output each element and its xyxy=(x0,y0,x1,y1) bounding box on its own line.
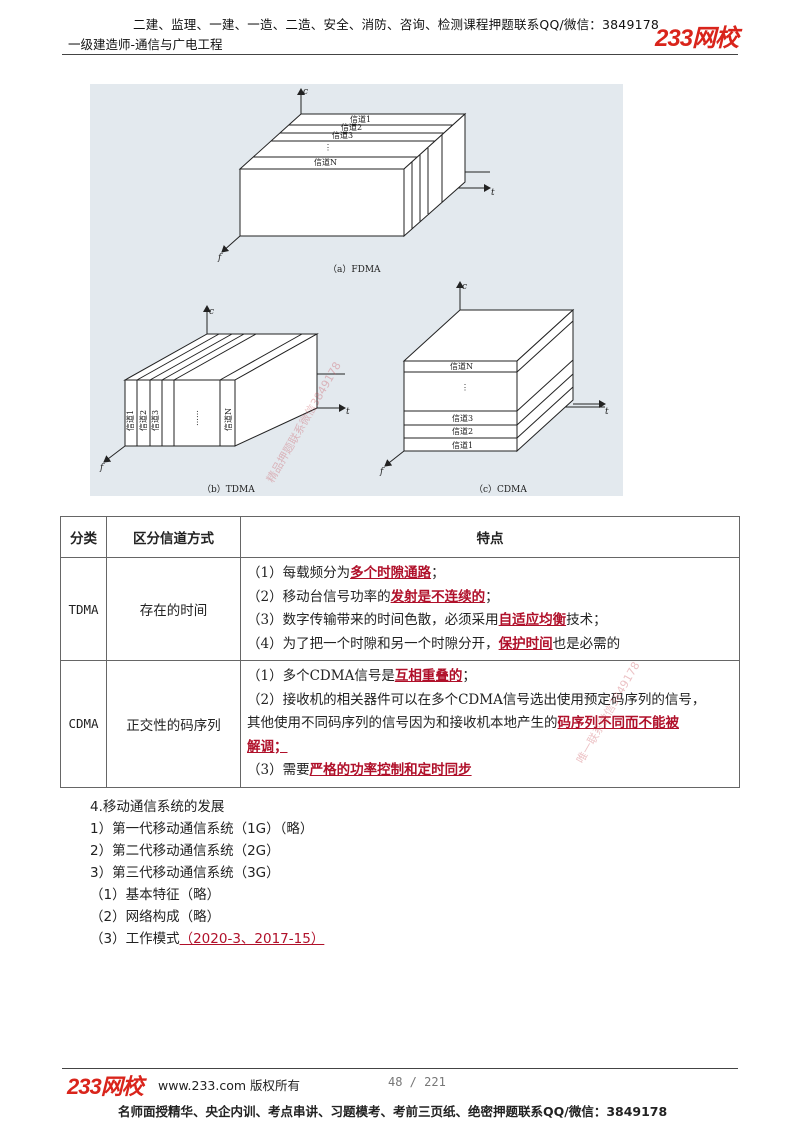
row-method: 存在的时间 xyxy=(106,557,241,661)
row-features: （1）多个CDMA信号是互相重叠的； （2）接收机的相关器件可以在多个CDMA信… xyxy=(240,660,740,788)
row-category: TDMA xyxy=(60,557,107,661)
list-item: （3）工作模式（2020-3、2017-15） xyxy=(90,928,324,950)
mode-label: （3）工作模式 xyxy=(90,931,180,947)
feature-line: 其他使用不同码序列的信号因为和接收机本地产生的码序列不同而不能被 xyxy=(247,715,679,731)
header-features: 特点 xyxy=(240,516,740,558)
section-title: 4.移动通信系统的发展 xyxy=(90,799,225,815)
fdma-c-label: c xyxy=(303,87,308,97)
footer-site: www.233.com 版权所有 xyxy=(158,1078,300,1093)
cdma-channel-3: 信道3 xyxy=(452,413,473,423)
mode-exam-refs: （2020-3、2017-15） xyxy=(179,931,325,947)
tdma-t-label: t xyxy=(346,407,350,417)
fdma-channel-dots: ⋮ xyxy=(324,143,332,152)
table-row: TDMA 存在的时间 （1）每载频分为多个时隙通路； （2）移动台信号功率的发射… xyxy=(60,557,740,661)
fdma-f-label: f xyxy=(217,253,223,263)
fdma-caption: （a）FDMA xyxy=(328,264,381,275)
multiple-access-figure: c t f 信道1 信道2 信道3 ⋮ 信道N （a）FDMA xyxy=(90,84,623,496)
cdma-caption: （c）CDMA xyxy=(474,484,527,495)
row-category: CDMA xyxy=(60,660,107,788)
footer-logo: 233网校 xyxy=(67,1074,144,1099)
row-features: （1）每载频分为多个时隙通路； （2）移动台信号功率的发射是不连续的； （3）数… xyxy=(240,557,740,661)
brand-logo: 233网校 xyxy=(655,25,739,52)
feature-line: 解调； xyxy=(247,738,288,755)
tdma-channel-dots: …… xyxy=(191,410,200,426)
cdma-channel-n: 信道N xyxy=(450,361,473,371)
list-item: 3）第三代移动通信系统（3G） xyxy=(90,865,280,881)
list-item: 2）第二代移动通信系统（2G） xyxy=(90,843,280,859)
fdma-channel-2: 信道2 xyxy=(341,122,362,132)
feature-line: （2）移动台信号功率的发射是不连续的； xyxy=(247,588,499,605)
cdma-c-label: c xyxy=(462,282,467,292)
fdma-channel-n: 信道N xyxy=(314,157,337,167)
feature-line: （3）数字传输带来的时间色散，必须采用自适应均衡技术； xyxy=(247,612,607,628)
header-promo-text: 二建、监理、一建、一造、二造、安全、消防、咨询、检测课程押题联系QQ/微信：38… xyxy=(133,17,660,32)
fdma-channel-1: 信道1 xyxy=(350,114,371,124)
footer-divider xyxy=(62,1068,738,1069)
tdma-caption: （b）TDMA xyxy=(202,484,255,495)
page-number: 48 / 221 xyxy=(388,1075,446,1089)
header-method: 区分信道方式 xyxy=(106,516,241,558)
list-item: （1）基本特征（略） xyxy=(90,887,221,903)
cdma-f-label: f xyxy=(379,467,385,477)
tdma-c-label: c xyxy=(209,307,214,317)
fdma-front-face xyxy=(239,168,405,237)
table-row: CDMA 正交性的码序列 （1）多个CDMA信号是互相重叠的； （2）接收机的相… xyxy=(60,660,740,788)
feature-line: （1）多个CDMA信号是互相重叠的； xyxy=(247,668,476,684)
fdma-side-face xyxy=(403,112,466,238)
mobile-evolution-section: 4.移动通信系统的发展 1）第一代移动通信系统（1G）（略） 2）第二代移动通信… xyxy=(90,796,324,950)
tdma-f-label: f xyxy=(99,463,105,473)
multiple-access-diagram: c t f 信道1 信道2 信道3 ⋮ 信道N （a）FDMA xyxy=(99,87,609,495)
fdma-t-label: t xyxy=(491,188,495,198)
header-category: 分类 xyxy=(60,516,107,558)
cdma-channel-dots: ⋮ xyxy=(461,383,469,392)
feature-line: （3）需要严格的功率控制和定时同步 xyxy=(247,762,472,778)
tdma-channel-1: 信道1 xyxy=(125,410,135,431)
table-header-row: 分类 区分信道方式 特点 xyxy=(60,516,740,558)
fdma-channel-3: 信道3 xyxy=(332,130,353,140)
tdma-diagram xyxy=(103,305,346,463)
footer-contact: 名师面授精华、央企内训、考点串讲、习题模考、考前三页纸、绝密押题联系QQ/微信：… xyxy=(118,1104,668,1119)
feature-line: （1）每载频分为多个时隙通路； xyxy=(247,565,445,581)
header-subject: 一级建造师-通信与广电工程 xyxy=(68,37,223,52)
list-item: （2）网络构成（略） xyxy=(90,909,221,925)
row-method: 正交性的码序列 xyxy=(106,660,241,788)
tdma-channel-n: 信道N xyxy=(223,408,233,431)
cdma-channel-2: 信道2 xyxy=(452,426,473,436)
tdma-channel-3: 信道3 xyxy=(150,410,160,431)
fdma-f-axis xyxy=(221,235,241,253)
feature-line: （4）为了把一个时隙和另一个时隙分开，保护时间也是必需的 xyxy=(247,635,621,652)
feature-line: （2）接收机的相关器件可以在多个CDMA信号选出使用预定码序列的信号， xyxy=(247,691,706,708)
list-item: 1）第一代移动通信系统（1G）（略） xyxy=(90,821,314,837)
cdma-channel-1: 信道1 xyxy=(452,440,473,450)
cdma-diagram xyxy=(384,281,606,467)
header-divider xyxy=(62,54,738,55)
cdma-t-label: t xyxy=(605,407,609,417)
access-comparison-table: 分类 区分信道方式 特点 TDMA 存在的时间 （1）每载频分为多个时隙通路； … xyxy=(60,516,740,788)
tdma-channel-2: 信道2 xyxy=(138,410,148,431)
fdma-diagram xyxy=(221,88,491,253)
